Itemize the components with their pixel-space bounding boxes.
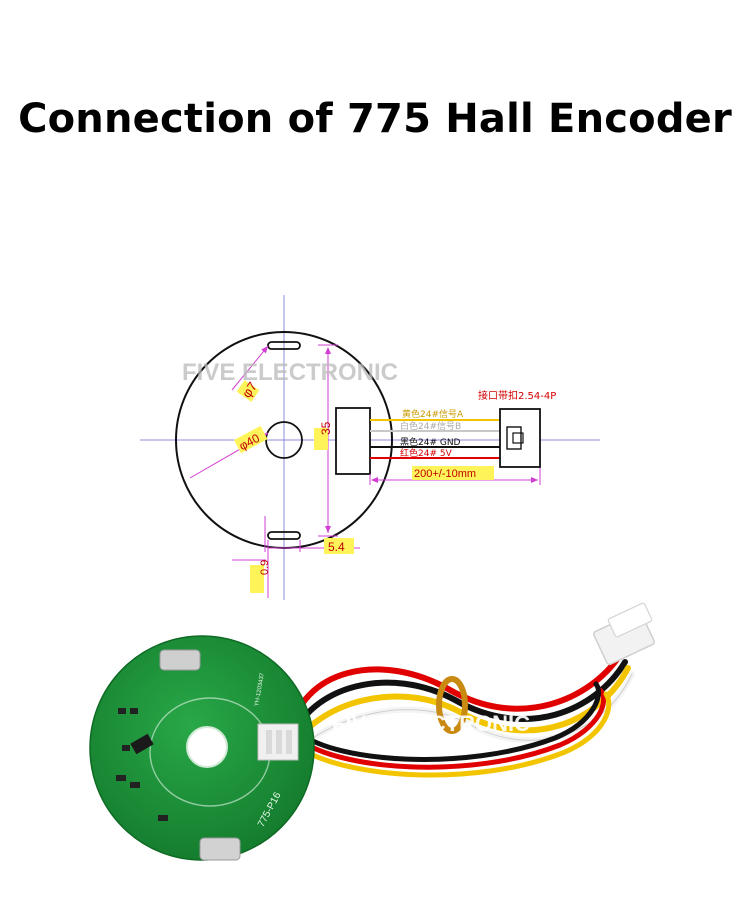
watermark-top: FIVE ELECTRONIC <box>182 359 398 386</box>
connector-latch <box>506 426 522 450</box>
bottom-slot <box>267 531 301 540</box>
pcb-code: YH-1203437 <box>254 672 266 707</box>
top-slot <box>267 341 301 350</box>
pcb-pad-bottom <box>199 837 241 861</box>
wire-label-white: 白色24#信号B <box>400 420 461 432</box>
wire-label-red: 红色24# 5V <box>400 447 453 459</box>
wire-label-black: 黑色24# GND <box>400 436 461 448</box>
dim-phi7: φ7 <box>239 379 260 400</box>
cable-length-label: 200+/-10mm <box>414 468 476 480</box>
connector-body <box>499 408 541 468</box>
pcb-center-hole <box>186 726 228 768</box>
photo-connector <box>593 602 655 666</box>
wire-label-yellow: 黄色24#信号A <box>402 408 464 420</box>
center-hole <box>265 421 303 459</box>
encoder-photo: 775-P16 YH-1203437 FIVE ELECTRONIC <box>89 602 655 861</box>
cable-bundle <box>287 652 635 778</box>
sensor-block <box>335 407 371 475</box>
page-title: Connection of 775 Hall Encoder <box>18 96 732 142</box>
rubber-band <box>436 676 468 734</box>
connector-label: 接口带扣2.54-4P <box>478 389 556 402</box>
technical-drawing: 黄色24#信号A 白色24#信号B 黑色24# GND 红色24# 5V 接口带… <box>140 295 600 600</box>
pcb-pad-top <box>159 649 201 671</box>
dim-0-9: 0.9 <box>259 560 271 575</box>
dim-35: 35 <box>319 421 333 435</box>
watermark-photo: FIVE ELECTRONIC <box>332 711 530 736</box>
dim-5-4: 5.4 <box>328 540 345 554</box>
